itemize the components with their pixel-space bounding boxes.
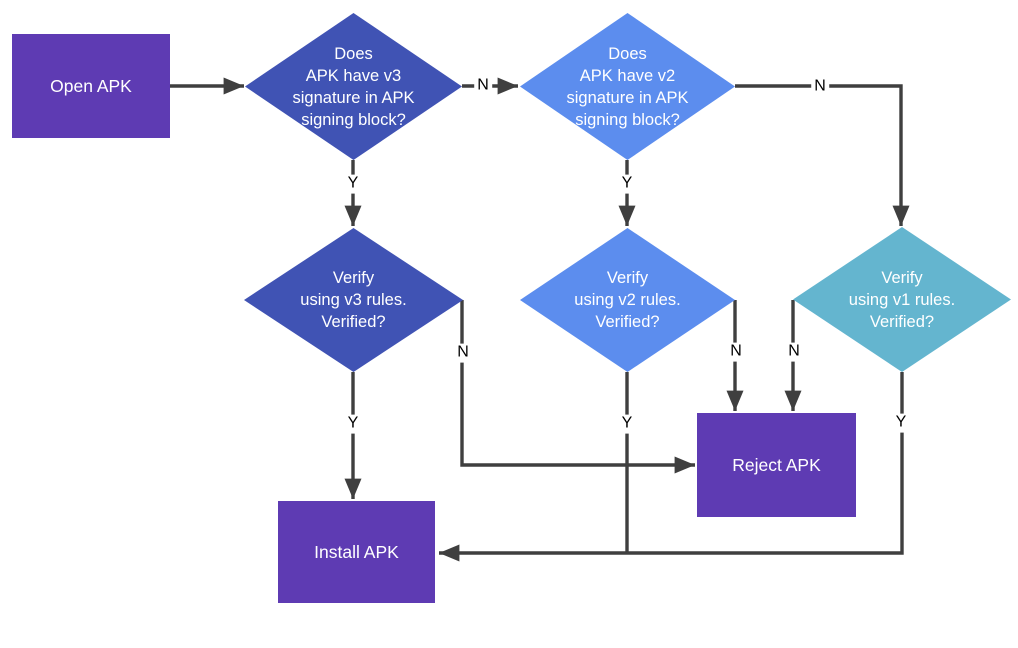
node-verify-v1-label: Verify using v1 rules. Verified? <box>848 268 956 331</box>
edge-label-verify-v2-yes: Y <box>618 414 636 434</box>
node-open-apk-label: Open APK <box>50 76 132 96</box>
edge-label-check-v3-yes: Y <box>344 174 362 194</box>
node-verify-v3-label: Verify using v3 rules. Verified? <box>300 269 407 331</box>
node-verify-v2-label: Verify using v2 rules. Verified? <box>574 269 681 331</box>
edge-label-verify-v3-no: N <box>454 343 472 363</box>
node-reject-apk[interactable]: Reject APK <box>697 413 856 517</box>
node-check-v2-label: Does APK have v2 signature in APK signin… <box>566 44 689 129</box>
edge-check-v2-no-to-verify-v1 <box>735 84 910 226</box>
edge-label-check-v3-no: N <box>474 76 492 96</box>
node-open-apk[interactable]: Open APK <box>12 34 170 138</box>
edge-label-check-v2-no: N <box>811 77 829 97</box>
edge-label-verify-v2-no: N <box>727 342 745 362</box>
edge-label-verify-v1-no: N <box>785 342 803 362</box>
edge-label-check-v2-yes: Y <box>618 174 636 194</box>
node-reject-apk-label: Reject APK <box>732 455 821 475</box>
node-install-apk-label: Install APK <box>314 542 399 562</box>
edge-label-verify-v3-yes: Y <box>344 414 362 434</box>
edge-label-verify-v1-yes: Y <box>892 413 910 433</box>
node-check-v3-label: Does APK have v3 signature in APK signin… <box>292 44 415 129</box>
node-install-apk[interactable]: Install APK <box>278 501 435 603</box>
